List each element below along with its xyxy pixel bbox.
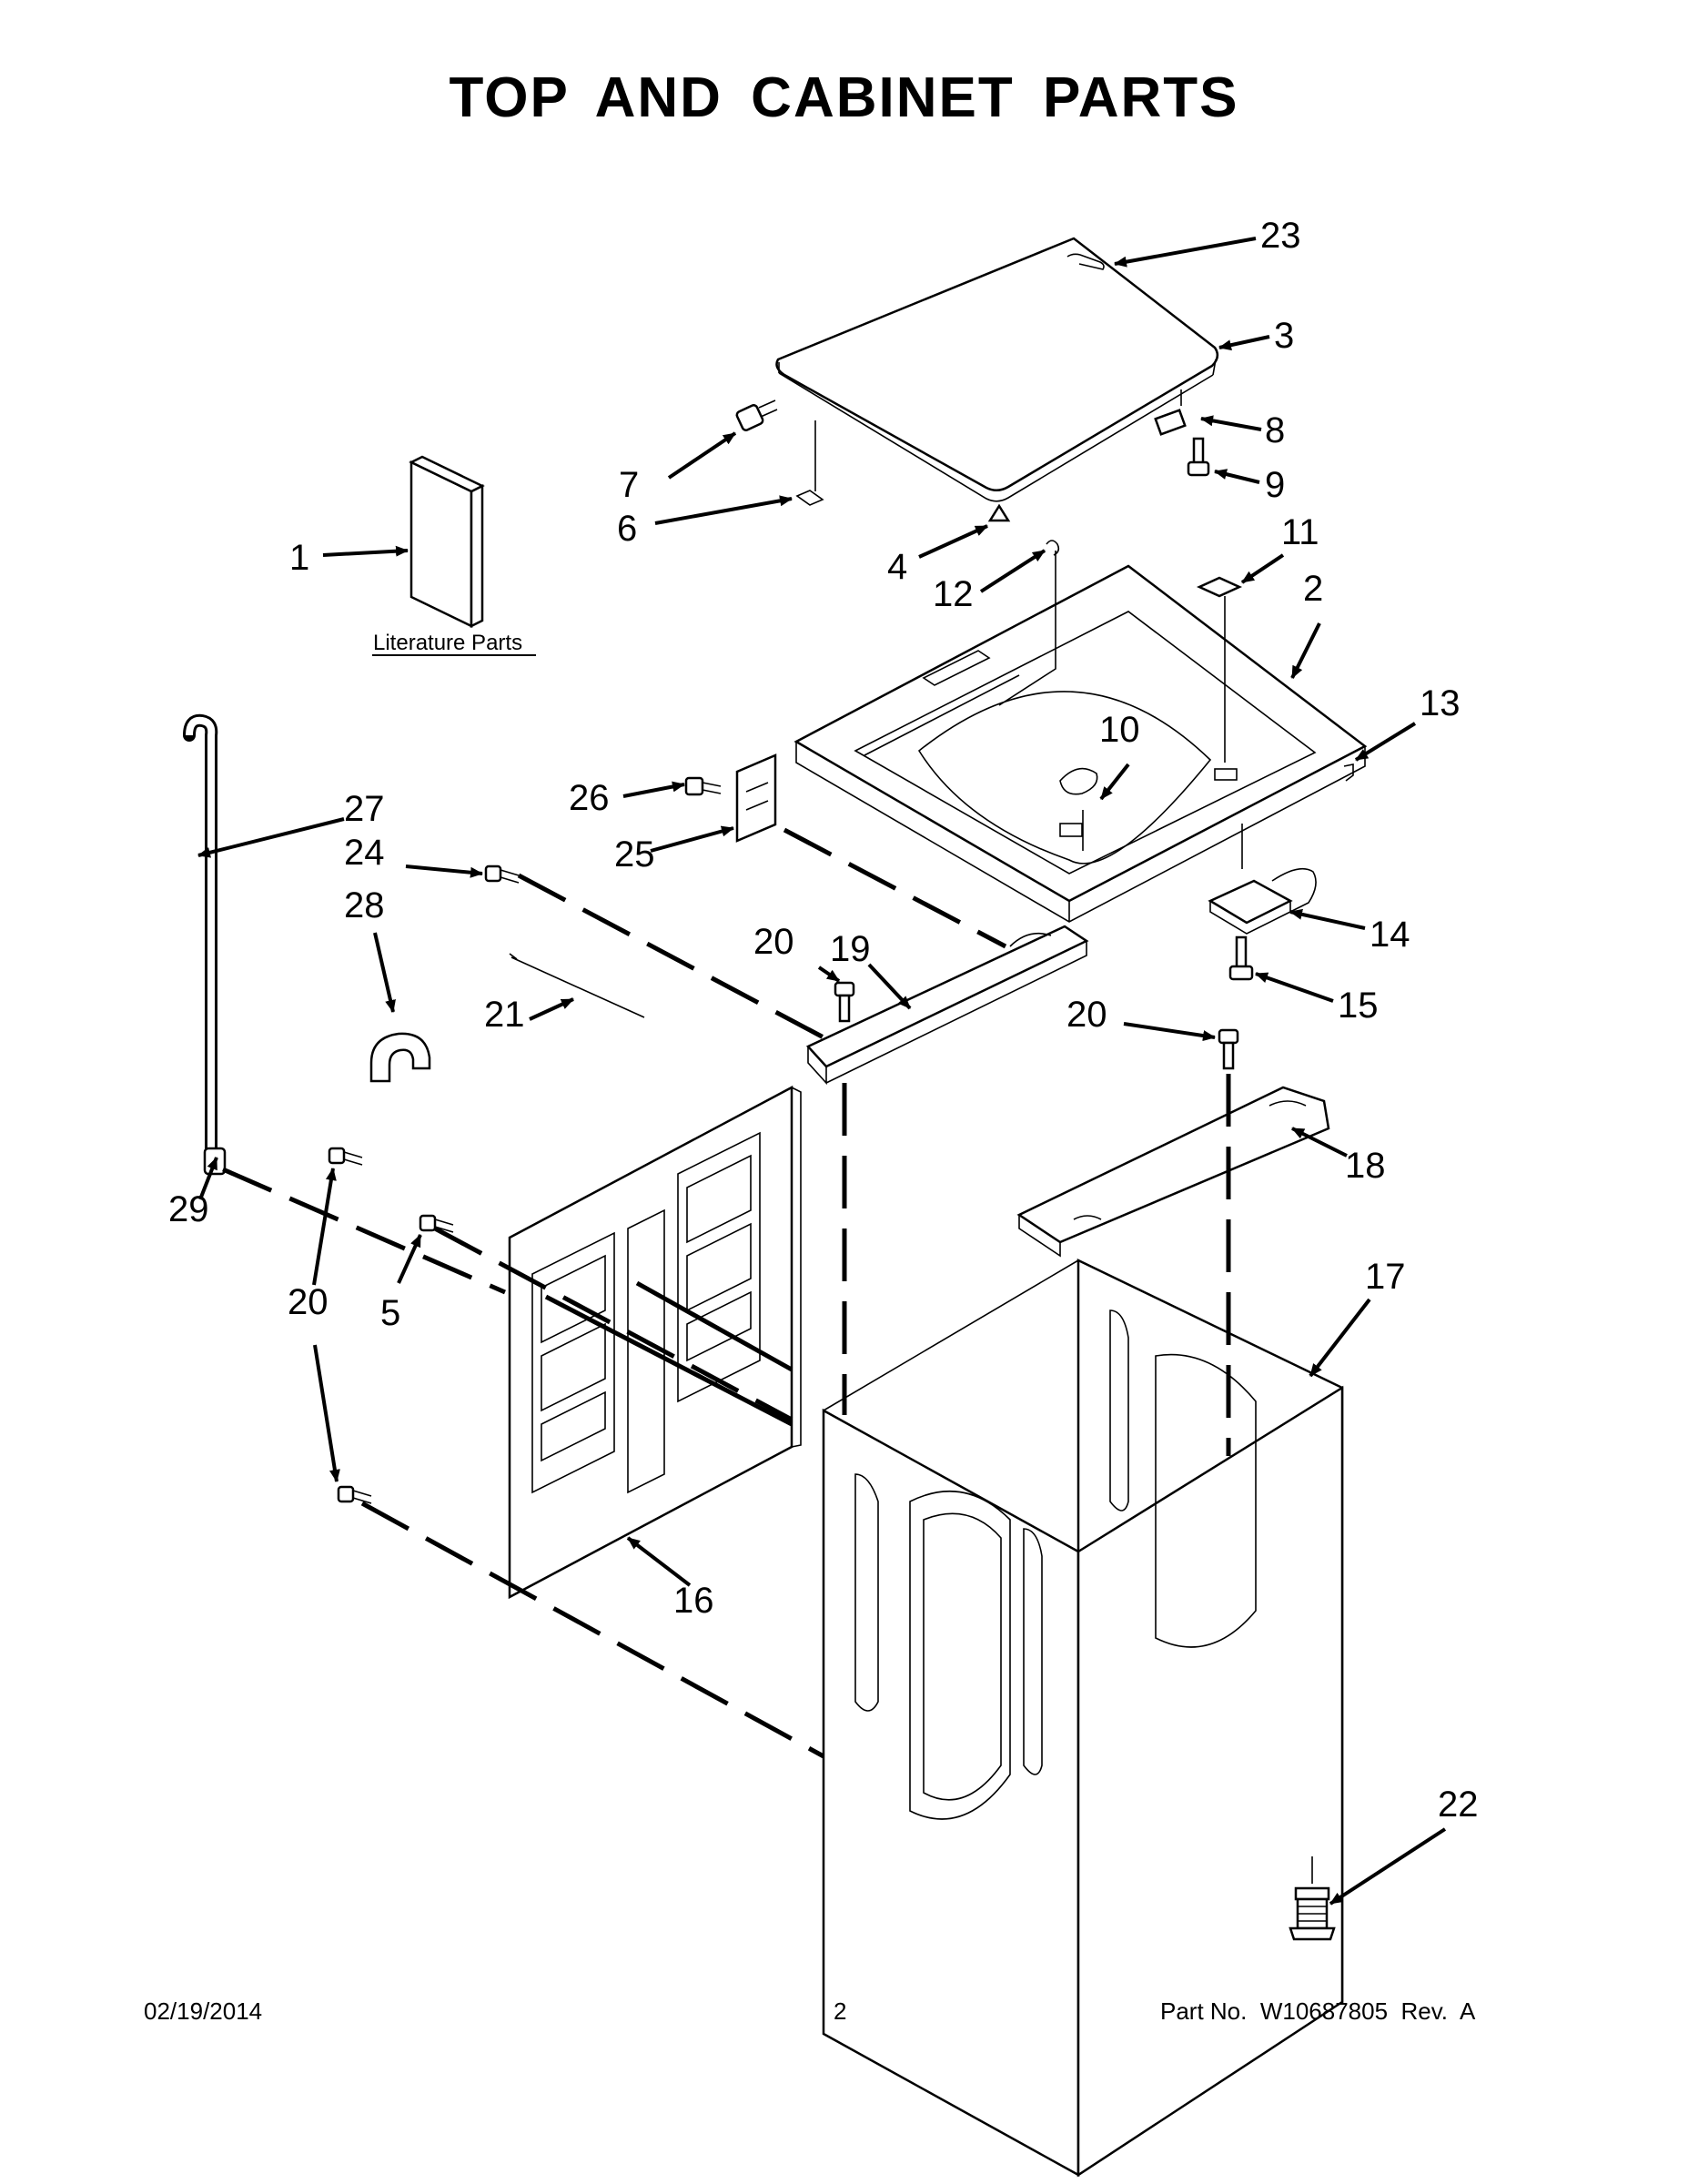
callout-26: 26 xyxy=(569,778,610,818)
switch-screw-part xyxy=(1228,935,1254,981)
callout-15: 15 xyxy=(1338,986,1379,1026)
rear-panel-screw-lower-part xyxy=(337,1485,372,1504)
bracket-screw-left-part xyxy=(834,981,855,1023)
rear-panel-screw-upper-part xyxy=(328,1147,363,1166)
callout-25: 25 xyxy=(614,834,655,875)
callout-1: 1 xyxy=(289,538,309,578)
callout-9: 9 xyxy=(1265,465,1285,505)
top-panel-part xyxy=(793,564,1368,923)
actuator-cover-part xyxy=(1196,576,1243,598)
callout-27: 27 xyxy=(344,789,385,829)
bracket-screw-right-part xyxy=(1218,1028,1239,1070)
callout-14: 14 xyxy=(1370,915,1410,955)
footer-part-number: Part No. W10687805 Rev. A xyxy=(1160,1997,1476,2025)
callout-4: 4 xyxy=(887,547,907,587)
callout-20-lower: 20 xyxy=(288,1282,329,1322)
lid-hinge-bolt-part xyxy=(735,399,778,431)
callout-6: 6 xyxy=(617,509,637,549)
callout-3: 3 xyxy=(1274,316,1294,356)
rear-panel-screw-top-part xyxy=(484,864,520,884)
cabinet-part xyxy=(822,1259,1344,2178)
callout-5: 5 xyxy=(380,1293,400,1333)
callout-17: 17 xyxy=(1365,1257,1406,1297)
callout-28: 28 xyxy=(344,885,385,925)
callout-29: 29 xyxy=(168,1189,209,1229)
callout-2: 2 xyxy=(1303,569,1323,609)
callout-16: 16 xyxy=(673,1581,714,1621)
literature-label: Literature Parts xyxy=(373,631,522,655)
callout-20-left: 20 xyxy=(753,922,794,962)
callout-10: 10 xyxy=(1099,710,1140,750)
footer-date: 02/19/2014 xyxy=(144,1997,263,2025)
callout-11: 11 xyxy=(1281,512,1319,552)
callout-22: 22 xyxy=(1438,1785,1479,1825)
rear-panel-part xyxy=(508,1085,802,1600)
hinge-pin-part xyxy=(795,420,824,506)
lid-bumper-part xyxy=(987,503,1011,522)
callout-20-right: 20 xyxy=(1066,995,1107,1035)
hinge-wire-part xyxy=(1066,253,1105,270)
top-bracket-left-part xyxy=(805,925,1089,1086)
page-title: TOP AND CABINET PARTS xyxy=(449,66,1239,129)
top-bracket-right-part xyxy=(1016,1086,1330,1258)
lid-switch-actuator-part xyxy=(1154,389,1187,436)
lid-switch-part xyxy=(1208,824,1317,935)
hose-bracket-part xyxy=(735,753,777,843)
callout-21: 21 xyxy=(484,995,525,1035)
callout-7: 7 xyxy=(619,465,639,505)
callout-18: 18 xyxy=(1345,1146,1386,1186)
callout-24: 24 xyxy=(344,833,385,873)
literature-part xyxy=(409,455,485,629)
callout-23: 23 xyxy=(1260,216,1301,256)
cable-tie-part xyxy=(509,953,645,1018)
top-clip-part xyxy=(1343,763,1354,782)
hose-elbow-part xyxy=(369,1032,431,1083)
lid-part xyxy=(775,237,1219,502)
actuator-screw-part xyxy=(1187,437,1210,477)
callout-13: 13 xyxy=(1420,683,1461,723)
hose-bracket-screw-part xyxy=(684,776,722,796)
callout-19: 19 xyxy=(830,929,871,969)
callout-12: 12 xyxy=(933,574,974,614)
leveling-foot-part xyxy=(1289,1856,1336,1941)
harness-clip-part xyxy=(998,540,1060,706)
footer-page-number: 2 xyxy=(834,1997,847,2025)
callout-8: 8 xyxy=(1265,410,1285,450)
